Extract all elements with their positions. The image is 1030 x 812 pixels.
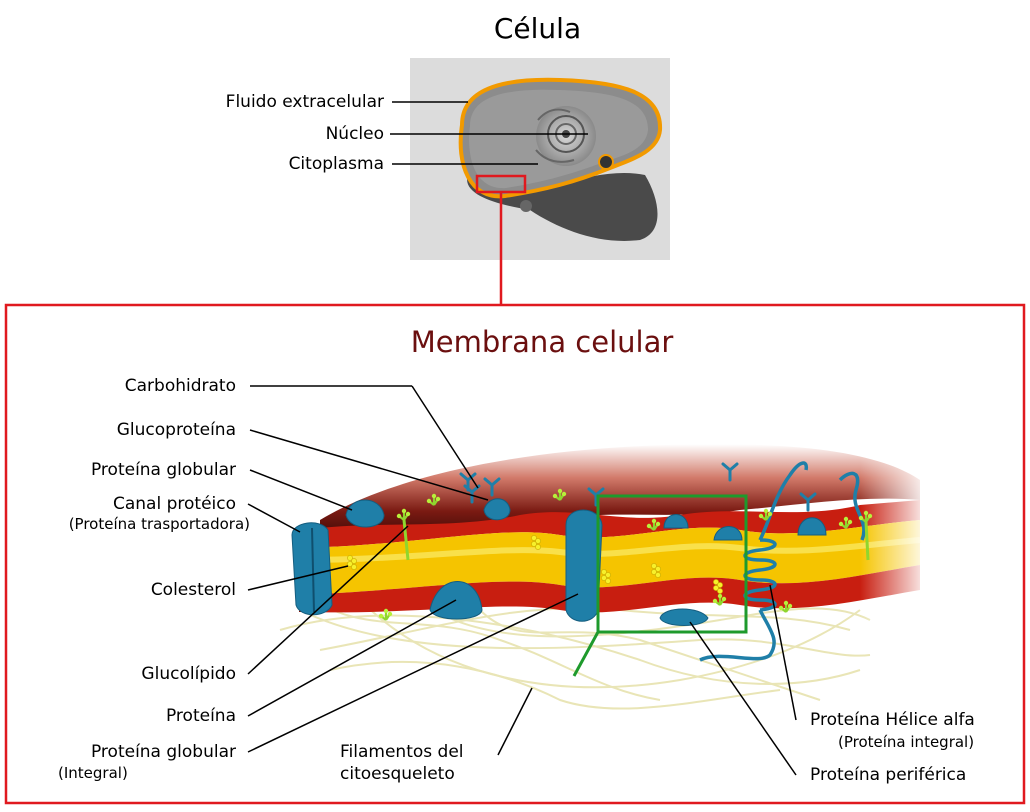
label-globular-protein-integral: Proteína globular — [90, 742, 236, 762]
label-cholesterol: Colesterol — [150, 580, 236, 600]
label-globular-protein: Proteína globular — [90, 460, 236, 480]
label-alpha-helix-protein-sub: (Proteína integral) — [838, 733, 975, 751]
label-protein-channel: Canal protéico — [112, 494, 236, 514]
membrane-frame — [4, 303, 1026, 805]
label-glycolipid: Glucolípido — [141, 664, 236, 684]
label-cytoplasm: Citoplasma — [288, 154, 384, 174]
cell-leader-lines — [390, 101, 588, 165]
label-alpha-helix-protein: Proteína Hélice alfa — [810, 710, 975, 730]
label-nucleus: Núcleo — [325, 124, 384, 144]
membrane-leader-lines — [247, 385, 797, 776]
label-protein: Proteína — [165, 706, 236, 726]
label-cytoskeleton-filaments-2: citoesqueleto — [340, 764, 455, 784]
cell-title: Célula — [493, 12, 582, 45]
label-glycoprotein: Glucoproteína — [116, 420, 236, 440]
label-carbohydrate: Carbohidrato — [124, 376, 236, 396]
label-protein-channel-sub: (Proteína trasportadora) — [68, 515, 250, 533]
membrane-title: Membrana celular — [410, 325, 674, 359]
label-globular-protein-integral-sub: (Integral) — [58, 764, 128, 782]
cell-illustration — [410, 58, 670, 260]
label-cytoskeleton-filaments-1: Filamentos del — [340, 742, 464, 762]
label-peripheral-protein: Proteína periférica — [810, 765, 967, 785]
membrane-illustration — [279, 440, 930, 710]
label-extracellular-fluid: Fluido extracelular — [225, 92, 384, 112]
